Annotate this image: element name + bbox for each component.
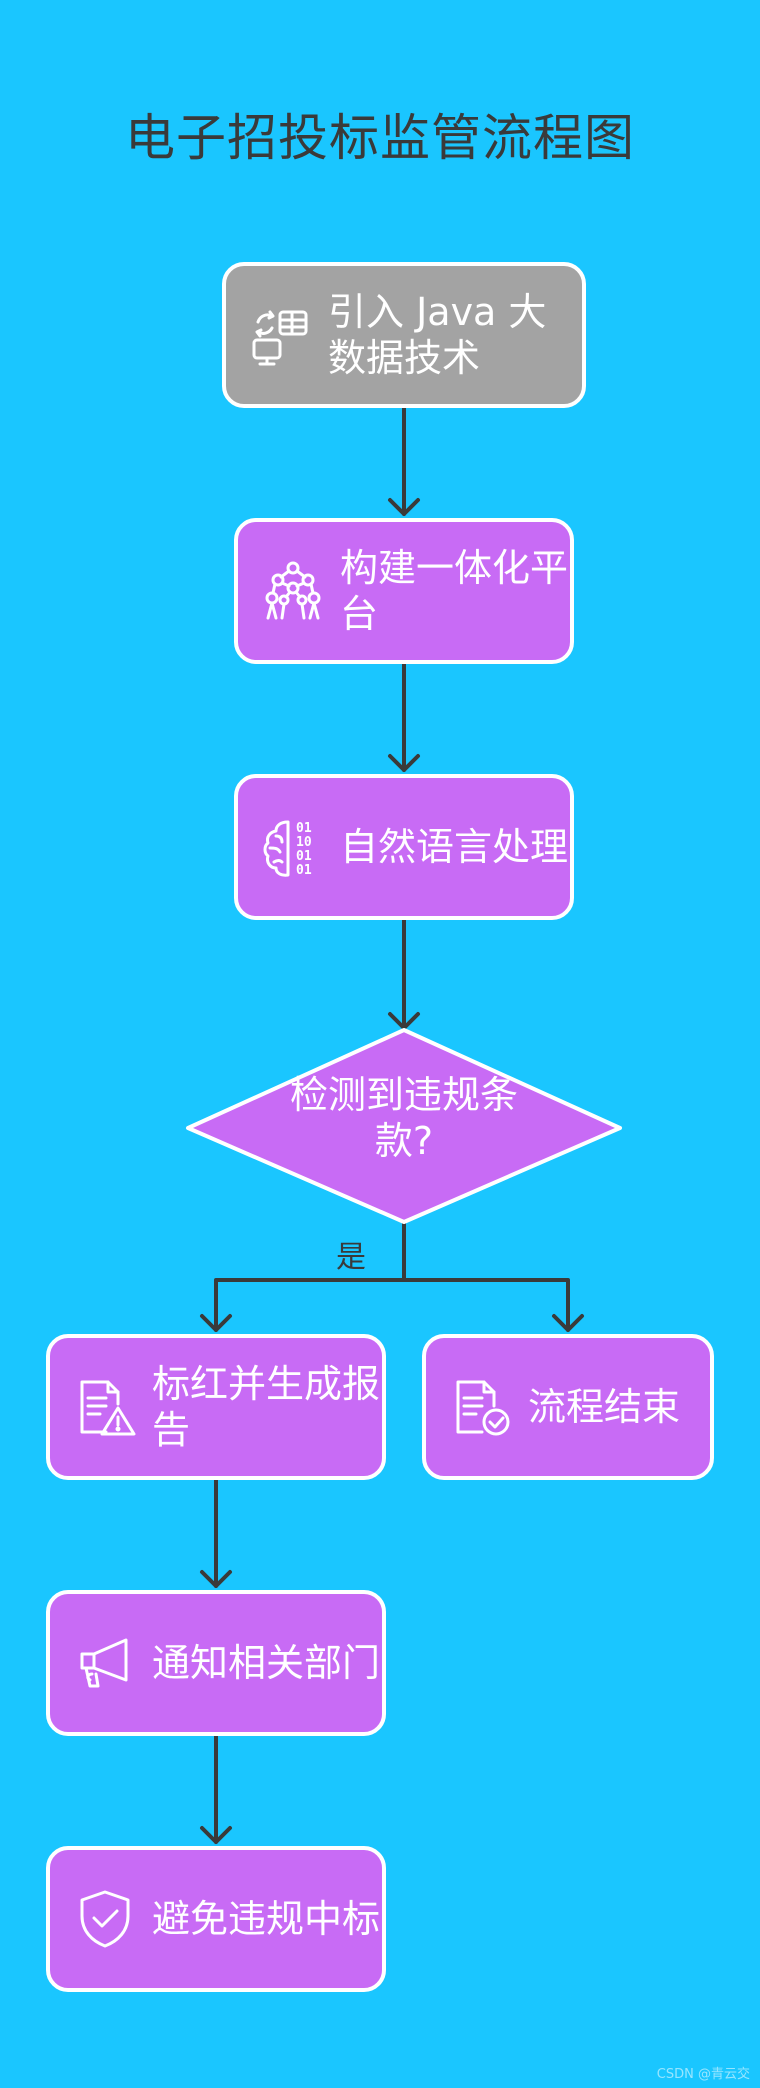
node-introduce-java-bigdata: 引入 Java 大数据技术 <box>222 262 586 408</box>
watermark: CSDN @青云交 <box>656 2067 750 2082</box>
decision-label: 检测到违规条款? <box>290 1073 519 1163</box>
brain-binary-icon: 01 10 01 01 <box>260 814 326 880</box>
node-avoid-violation: 避免违规中标 <box>46 1846 386 1992</box>
node-label: 自然语言处理 <box>340 825 569 869</box>
svg-text:10: 10 <box>296 835 312 850</box>
shield-check-icon <box>72 1886 138 1952</box>
node-label: 避免违规中标 <box>152 1897 381 1941</box>
network-structure-icon <box>260 558 326 624</box>
megaphone-icon <box>72 1630 138 1696</box>
node-label: 流程结束 <box>528 1385 681 1429</box>
node-label: 引入 Java 大数据技术 <box>328 290 547 380</box>
data-transfer-icon <box>248 302 314 368</box>
node-nlp: 01 10 01 01 自然语言处理 <box>234 774 574 920</box>
node-flag-report: 标红并生成报告 <box>46 1334 386 1480</box>
node-process-end: 流程结束 <box>422 1334 714 1480</box>
decision-diamond <box>186 1028 622 1224</box>
node-label: 标红并生成报告 <box>152 1362 381 1452</box>
node-notify-departments: 通知相关部门 <box>46 1590 386 1736</box>
node-label: 通知相关部门 <box>152 1641 381 1685</box>
svg-text:01: 01 <box>296 821 312 836</box>
node-label: 构建一体化平台 <box>340 546 569 636</box>
document-check-icon <box>448 1374 514 1440</box>
node-build-platform: 构建一体化平台 <box>234 518 574 664</box>
edge-label-yes: 是 <box>336 1240 366 1275</box>
edge-decision-split <box>214 1220 570 1332</box>
diagram-title: 电子招投标监管流程图 <box>125 109 635 167</box>
document-warning-icon <box>72 1374 138 1440</box>
svg-text:01: 01 <box>296 863 312 878</box>
svg-text:01: 01 <box>296 849 312 864</box>
